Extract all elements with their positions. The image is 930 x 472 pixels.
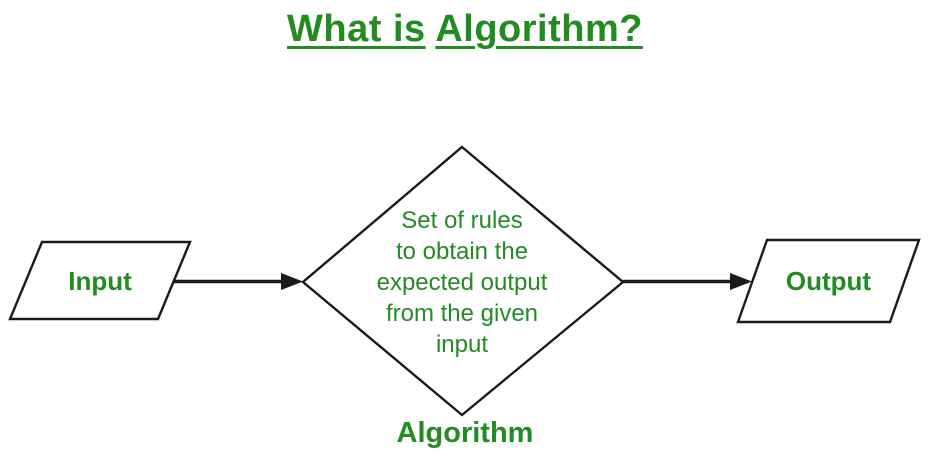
algorithm-description-line: Set of rules (401, 207, 523, 234)
page-title: What is Algorithm? (0, 8, 930, 51)
page-title-part2: Algorithm? (435, 8, 643, 50)
algorithm-description: Set of rules to obtain the expected outp… (332, 205, 592, 360)
input-node-label: Input (68, 265, 132, 296)
output-node-label: Output (785, 266, 872, 296)
algorithm-description-line: from the given (385, 300, 539, 327)
arrowhead-algorithm-to-output-icon (730, 273, 752, 290)
algorithm-description-line: to obtain the (395, 238, 529, 265)
output-parallelogram-shape (736, 238, 921, 324)
algorithm-caption: Algorithm (396, 417, 534, 449)
input-parallelogram-shape (8, 240, 192, 321)
algorithm-diamond-shape (301, 145, 625, 417)
algorithm-description-line: input (435, 331, 489, 358)
page-title-part1: What is (287, 8, 426, 50)
arrowhead-input-to-algorithm-icon (281, 273, 303, 290)
algorithm-description-line: expected output (376, 269, 548, 296)
